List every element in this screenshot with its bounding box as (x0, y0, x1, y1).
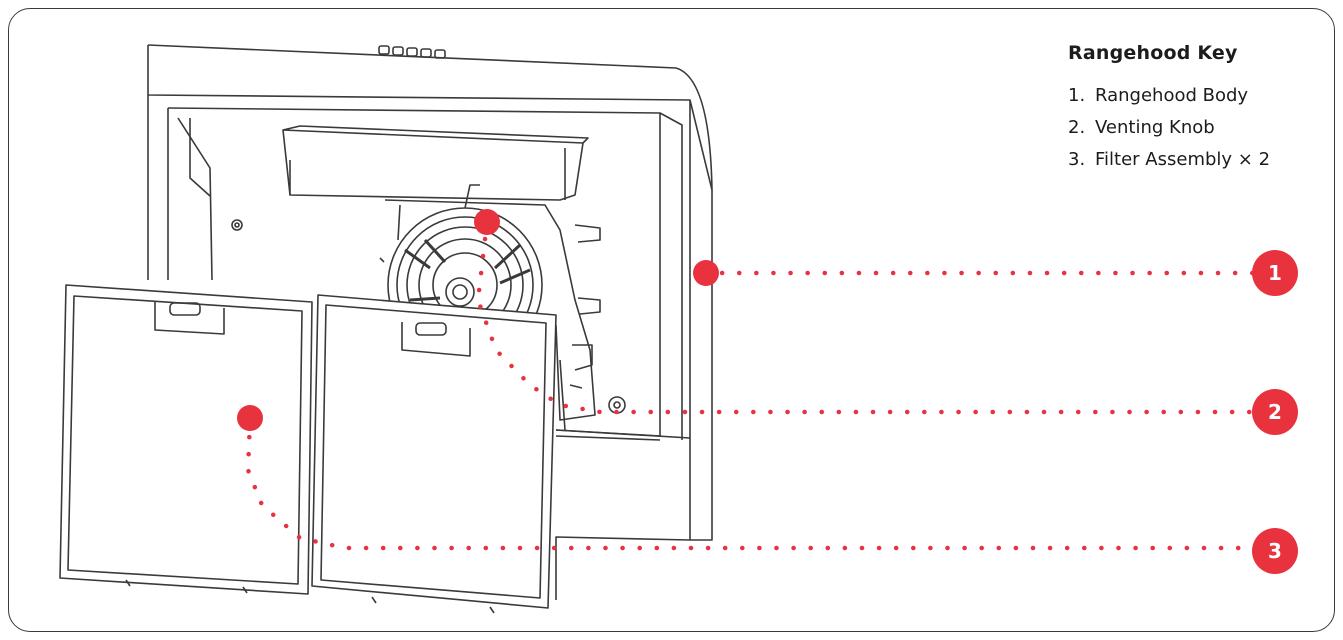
key-item-label: Rangehood Body (1095, 85, 1249, 106)
marker-dots (237, 209, 719, 431)
callout-badge-2: 2 (1252, 389, 1298, 435)
key-list: 1. Rangehood Body 2. Venting Knob 3. Fil… (1068, 80, 1318, 176)
leader-lines (245, 219, 1258, 551)
callout-number-3: 3 (1268, 539, 1282, 563)
key-title: Rangehood Key (1068, 42, 1238, 64)
marker-dot-filter (237, 405, 263, 431)
marker-dot-body (693, 260, 719, 286)
key-item-number: 3. (1068, 149, 1086, 170)
key-item: 1. Rangehood Body (1068, 80, 1318, 112)
callout-badge-1: 1 (1252, 250, 1298, 296)
callout-badge-3: 3 (1252, 528, 1298, 574)
callout-number-1: 1 (1268, 261, 1282, 285)
rangehood-key: Rangehood Key 1. Rangehood Body 2. Venti… (1068, 42, 1318, 176)
key-item-label: Filter Assembly × 2 (1095, 149, 1271, 170)
key-item-label: Venting Knob (1095, 117, 1215, 138)
leader-line-2 (475, 219, 1258, 415)
marker-dot-knob (474, 209, 500, 235)
callout-number-2: 2 (1268, 400, 1282, 424)
key-item-number: 2. (1068, 117, 1086, 138)
key-item: 2. Venting Knob (1068, 112, 1318, 144)
filter-assembly-drawing (59, 284, 557, 614)
key-item-number: 1. (1068, 85, 1086, 106)
key-item: 3. Filter Assembly × 2 (1068, 144, 1318, 176)
